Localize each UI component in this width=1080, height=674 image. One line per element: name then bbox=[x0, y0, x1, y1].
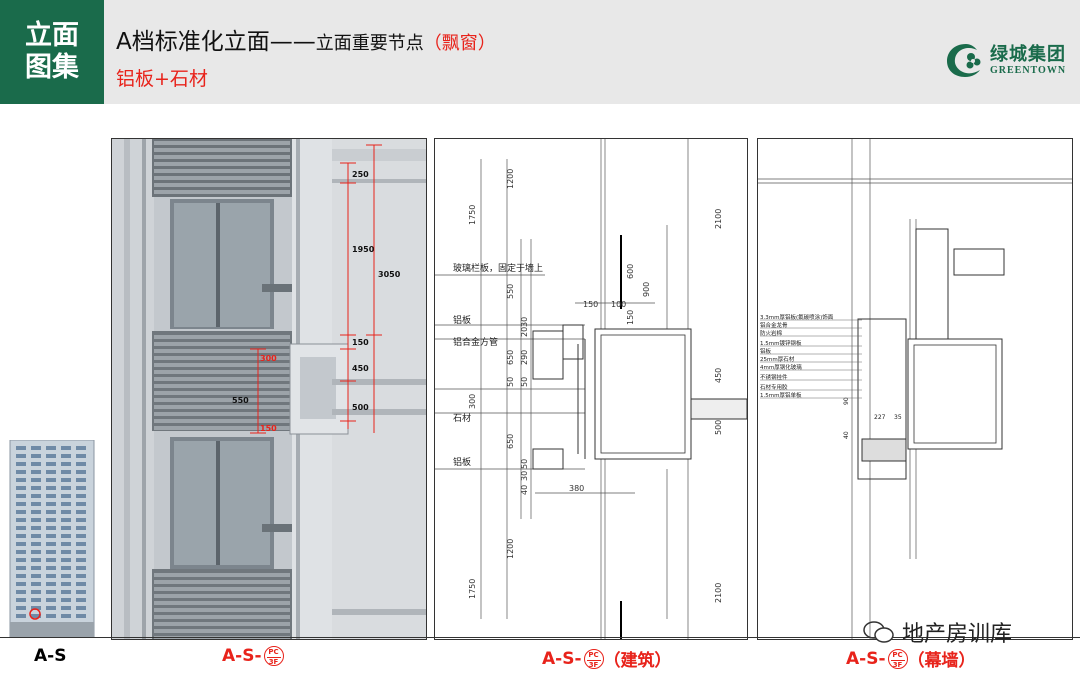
dim-label: 3050 bbox=[378, 270, 401, 279]
logo-text-en: GREENTOWN bbox=[990, 65, 1067, 76]
page-subtitle: 铝板+石材 bbox=[116, 68, 208, 90]
dim-label: 600 bbox=[626, 264, 635, 279]
note-label: 石材 bbox=[453, 412, 471, 424]
dim-label: 2100 bbox=[714, 209, 723, 229]
note-label: 铝合金方管 bbox=[453, 336, 498, 348]
caption-suffix: （幕墙） bbox=[907, 651, 976, 671]
note-label: 铝合金龙骨 bbox=[760, 321, 788, 329]
title-mid: 立面重要节点 bbox=[315, 33, 424, 54]
render-panel: 250 1950 3050 150 450 500 550 300 150 bbox=[111, 138, 427, 640]
tile-line-1: 立面 bbox=[25, 20, 79, 51]
caption-text: A-S bbox=[34, 646, 67, 666]
dim-label: 2100 bbox=[714, 583, 723, 603]
dim-label: 290 bbox=[520, 350, 529, 365]
note-label: 3.3mm厚铝板(氟碳喷涂)饰面 bbox=[760, 313, 834, 321]
dim-label: 1750 bbox=[468, 579, 477, 599]
dim-label: 500 bbox=[714, 420, 723, 435]
caption-building: A-S bbox=[34, 646, 66, 666]
note-label: 4mm厚钢化玻璃 bbox=[760, 363, 802, 371]
note-label: 1.5mm镀锌钢板 bbox=[760, 339, 802, 347]
caption-text: A-S- bbox=[542, 648, 582, 669]
logo-icon bbox=[947, 44, 981, 77]
dim-label: 380 bbox=[569, 484, 584, 493]
section-tile: 立面 图集 bbox=[0, 0, 104, 104]
dim-label: 50 bbox=[506, 377, 515, 387]
greentown-logo: 绿城集团 GREENTOWN bbox=[944, 40, 1072, 80]
note-label: 玻璃栏板，固定于墙上 bbox=[453, 262, 543, 274]
location-marker bbox=[29, 608, 41, 620]
dim-label: 300 bbox=[260, 354, 277, 363]
dim-label: 20 bbox=[520, 327, 529, 337]
dim-label: 50 bbox=[520, 377, 529, 387]
wechat-icon bbox=[863, 621, 894, 643]
dim-label: 227 bbox=[874, 414, 886, 421]
watermark-text: 地产房训库 bbox=[902, 622, 1013, 647]
building-thumbnail bbox=[9, 440, 95, 638]
dim-label: 550 bbox=[232, 396, 249, 405]
dim-label: 650 bbox=[506, 434, 515, 449]
dim-label: 450 bbox=[714, 368, 723, 383]
dim-label: 30 bbox=[520, 317, 529, 327]
dim-label: 1200 bbox=[506, 169, 515, 189]
caption-text: A-S- bbox=[222, 646, 262, 666]
dim-label: 40 bbox=[843, 431, 850, 439]
note-label: 防火岩棉 bbox=[760, 329, 783, 337]
note-label: 25mm厚石材 bbox=[760, 355, 795, 363]
dim-label: 90 bbox=[843, 397, 850, 405]
dim-label: 150 bbox=[260, 424, 277, 433]
title-red: （飘窗） bbox=[423, 33, 496, 54]
dim-label: 1200 bbox=[506, 539, 515, 559]
watermark: 地产房训库 bbox=[862, 616, 1012, 648]
dim-label: 900 bbox=[642, 282, 651, 297]
dim-label: 150 bbox=[626, 310, 635, 325]
note-label: 石材专用胶 bbox=[760, 383, 788, 391]
logo-text-cn: 绿城集团 bbox=[990, 44, 1066, 65]
dim-label: 50 bbox=[520, 459, 529, 469]
dim-label: 250 bbox=[352, 170, 369, 179]
architecture-section-drawing: 玻璃栏板，固定于墙上 铝板 铝合金方管 石材 铝板 1200 1750 550 … bbox=[435, 139, 747, 639]
title-main: A档标准化立面—— bbox=[116, 29, 316, 55]
dim-label: 30 bbox=[520, 471, 529, 481]
dim-label: 150 bbox=[583, 300, 598, 309]
note-label: 不锈钢挂件 bbox=[760, 373, 788, 381]
footer-rule bbox=[0, 637, 1080, 638]
dim-label: 500 bbox=[352, 403, 369, 412]
note-label: 铝板 bbox=[453, 456, 471, 468]
tile-line-2: 图集 bbox=[25, 52, 79, 83]
note-label: 铝板 bbox=[453, 314, 471, 326]
dim-label: 300 bbox=[468, 394, 477, 409]
dim-label: 450 bbox=[352, 364, 369, 373]
dim-label: 100 bbox=[611, 300, 626, 309]
header-bar: 立面 图集 A档标准化立面——立面重要节点（飘窗） 铝板+石材 绿城集团 GRE… bbox=[0, 0, 1080, 104]
dim-label: 550 bbox=[506, 284, 515, 299]
note-label: 铝板 bbox=[760, 347, 772, 355]
note-label: 1.5mm厚铝单板 bbox=[760, 391, 802, 399]
dim-label: 40 bbox=[520, 485, 529, 495]
facade-render: 250 1950 3050 150 450 500 550 300 150 bbox=[112, 139, 426, 639]
dim-label: 1750 bbox=[468, 205, 477, 225]
dim-label: 35 bbox=[894, 414, 902, 421]
dim-label: 1950 bbox=[352, 245, 375, 254]
caption-text: A-S- bbox=[846, 648, 886, 669]
page-title: A档标准化立面——立面重要节点（飘窗） bbox=[116, 22, 496, 56]
dim-label: 650 bbox=[506, 350, 515, 365]
architecture-section-panel: 玻璃栏板，固定于墙上 铝板 铝合金方管 石材 铝板 1200 1750 550 … bbox=[434, 138, 748, 640]
dim-label: 150 bbox=[352, 338, 369, 347]
caption-suffix: （建筑） bbox=[603, 651, 672, 671]
